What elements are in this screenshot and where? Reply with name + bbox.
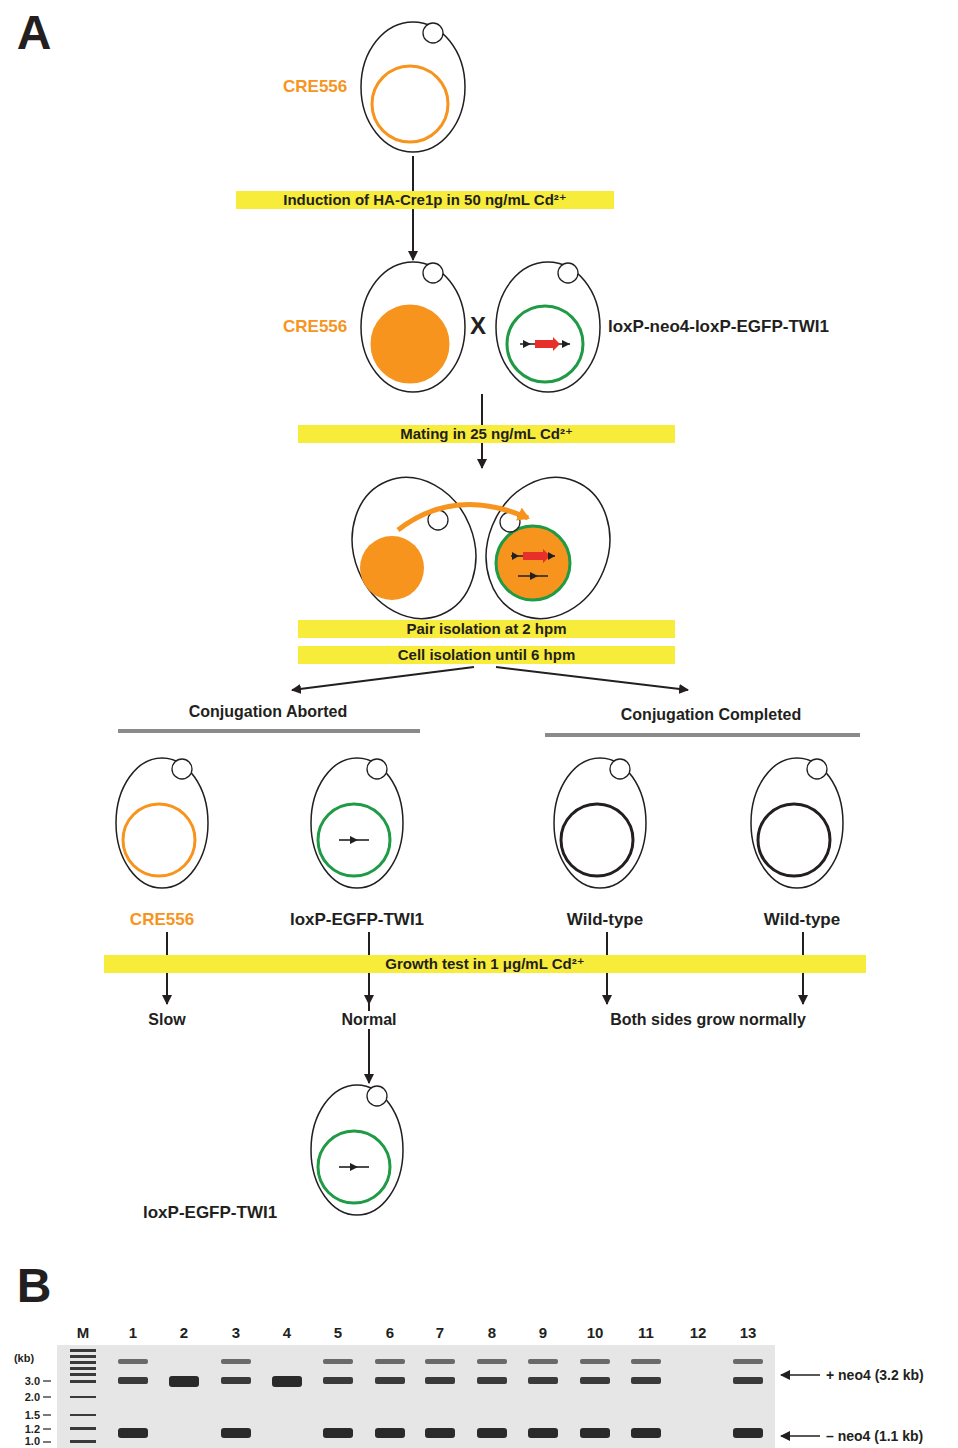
gel-label: 7 [436,1324,444,1341]
gel-label: 6 [386,1324,394,1341]
flow-connector [412,209,414,260]
condition-band: Pair isolation at 2 hpm [298,620,675,638]
band-text: Pair isolation at 2 hpm [298,620,675,638]
gel-label: 9 [539,1324,547,1341]
cell-label: Wild-type [764,910,840,930]
panel-letter: B [17,1258,52,1313]
gel-label: 2 [180,1324,188,1341]
growth-arrows [167,973,803,1004]
cell-label: Wild-type [567,910,643,930]
gel-label: 1 [129,1324,137,1341]
gel-label: 10 [587,1324,604,1341]
band-text: Induction of HA-Cre1p in 50 ng/mL Cd²⁺ [236,191,614,209]
gel-label: 1.0 [25,1435,40,1448]
gel-label: 2.0 [25,1391,40,1404]
cell-node: loxP-neo4-loxP-EGFP-TWI1 [494,260,856,396]
flow-connector [606,932,608,955]
cell-label: loxP-EGFP-TWI1 [290,910,424,930]
cell-drawing [737,756,867,932]
cell-drawing [266,756,448,932]
gel-label: 4 [283,1324,291,1341]
heading-bars [118,731,860,735]
cell-label: CRE556 [130,910,194,930]
step-label: Both sides grow normally [610,1011,806,1029]
gel-label: 13 [740,1324,757,1341]
flow-connector [412,156,414,191]
split-arrows [292,667,688,690]
conjugating-pair [331,459,630,637]
flow-connector [368,932,370,955]
gel-label: + neo4 (3.2 kb) [826,1367,924,1383]
band-text: Cell isolation until 6 hpm [298,646,675,664]
flow-connector [802,932,804,955]
cell-node: CRE556 [278,20,470,156]
gel-label: (kb) [14,1352,34,1365]
gel-label: 3.0 [25,1375,40,1388]
step-label: Normal [338,1011,399,1029]
step-label: Conjugation Completed [621,706,801,724]
gel-label: M [77,1324,90,1341]
gel-label: 3 [232,1324,240,1341]
step-label: Conjugation Aborted [189,703,348,721]
condition-band: Cell isolation until 6 hpm [298,646,675,664]
band-text: Mating in 25 ng/mL Cd²⁺ [298,425,675,443]
condition-band: Mating in 25 ng/mL Cd²⁺ [298,425,675,443]
condition-band: Growth test in 1 μg/mL Cd²⁺ [104,955,866,973]
cell-node: loxP-EGFP-TWI1 [266,756,448,932]
gel-label: 12 [690,1324,707,1341]
cell-label: loxP-neo4-loxP-EGFP-TWI1 [608,317,829,337]
band-text: Growth test in 1 μg/mL Cd²⁺ [104,955,866,973]
step-label: X [470,312,486,340]
gel-label: 11 [638,1324,654,1341]
step-label: Slow [148,1011,185,1029]
cell-label: CRE556 [283,317,347,337]
flow-connector [166,932,168,955]
gel-image [43,1345,820,1448]
condition-band: Induction of HA-Cre1p in 50 ng/mL Cd²⁺ [236,191,614,209]
cell-drawing [100,756,224,932]
cell-node: Wild-type [540,756,674,932]
cell-drawing [540,756,674,932]
cell-node: CRE556 [278,260,470,396]
gel-label: 5 [334,1324,342,1341]
cell-node: CRE556 [100,756,224,932]
panel-letter: A [17,5,52,60]
cell-node: Wild-type [737,756,867,932]
gel-label: – neo4 (1.1 kb) [826,1428,923,1444]
cell-label: CRE556 [283,77,347,97]
gel-label: 1.5 [25,1409,40,1422]
cell-label: loxP-EGFP-TWI1 [143,1203,277,1223]
gel-label: 1.2 [25,1423,40,1436]
gel-label: 8 [488,1324,496,1341]
cell-node: loxP-EGFP-TWI1 [138,1083,410,1225]
